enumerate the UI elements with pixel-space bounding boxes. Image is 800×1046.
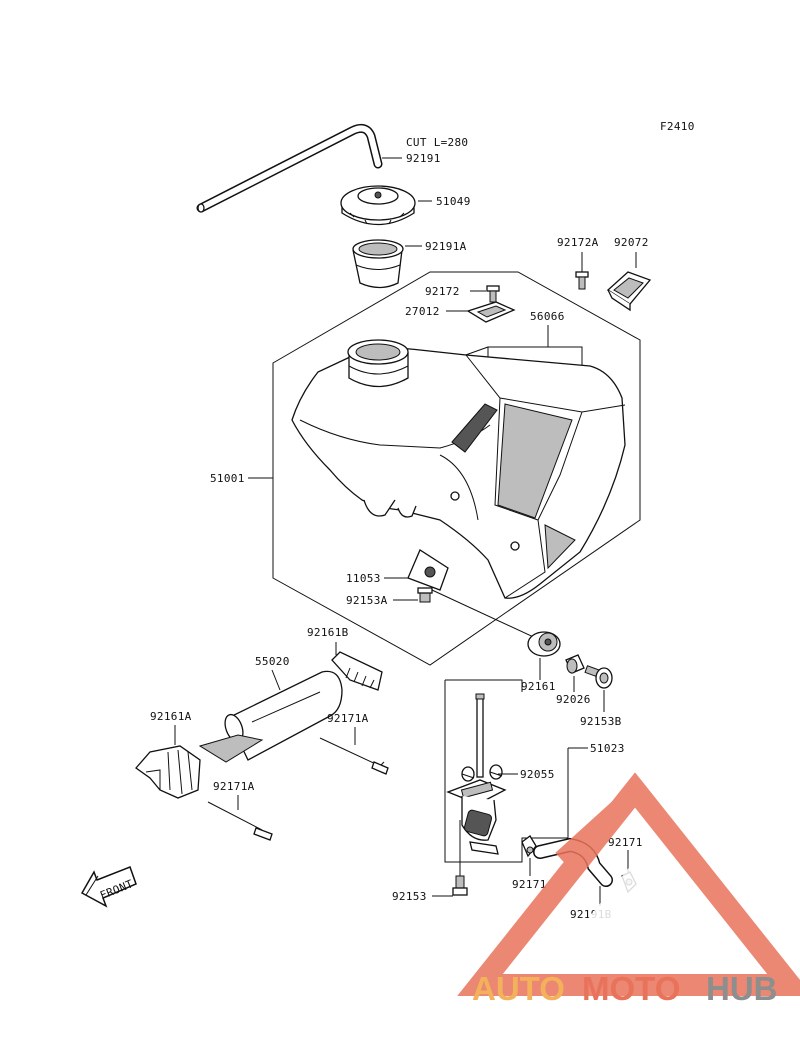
fuel-tank-part [291, 339, 626, 599]
damper-92161-part [527, 631, 561, 657]
band-92171A-lower-part [207, 801, 273, 841]
label-92026: 92026 [556, 693, 591, 706]
label-92171-left: 92171 [512, 878, 547, 891]
bolt-92153A-part [417, 587, 433, 603]
clip-92072-part [606, 271, 652, 312]
cap-collar-part [352, 239, 404, 289]
clamp-92171-left-part [521, 835, 537, 858]
label-92161B: 92161B [307, 626, 349, 639]
label-92161: 92161 [521, 680, 556, 693]
label-92153: 92153 [392, 890, 427, 903]
screw-92172A-part [575, 271, 589, 290]
label-55020: 55020 [255, 655, 290, 668]
watermark-wordmark: AUTO MOTO HUB [472, 970, 778, 1007]
watermark-moto: MOTO [582, 970, 680, 1007]
label-51049: 51049 [436, 195, 471, 208]
band-92171A-upper-part [319, 737, 389, 775]
tank-group-outline [272, 271, 641, 666]
front-arrow-icon: FRONT [80, 866, 137, 908]
pad-92161A-part [135, 745, 201, 799]
label-92191: 92191 [406, 152, 441, 165]
cover-55020-part [198, 670, 343, 763]
label-51023: 51023 [590, 742, 625, 755]
oring-92055-part [461, 764, 503, 782]
fuel-cock-group-outline [444, 679, 569, 863]
label-92172: 92172 [425, 285, 460, 298]
label-27012: 27012 [405, 305, 440, 318]
bolt-92153B-part [584, 665, 613, 689]
label-11053: 11053 [346, 572, 381, 585]
breather-hose-part [196, 123, 383, 213]
label-92191A: 92191A [425, 240, 467, 253]
label-92171-right: 92171 [608, 836, 643, 849]
label-92171A-lower: 92171A [213, 780, 255, 793]
label-92072: 92072 [614, 236, 649, 249]
label-56066: 56066 [530, 310, 565, 323]
tank-bracket-11053-part [407, 549, 449, 591]
screw-92172-part [486, 285, 500, 303]
fuel-cock-part [446, 693, 507, 855]
watermark-hub: HUB [706, 970, 778, 1007]
label-51001: 51001 [210, 472, 245, 485]
figure-code: F2410 [660, 120, 695, 133]
label-92171A-upper: 92171A [327, 712, 369, 725]
label-92153A: 92153A [346, 594, 388, 607]
fuel-cap-part [340, 185, 416, 226]
label-92055: 92055 [520, 768, 555, 781]
pad-92161B-part [331, 651, 383, 691]
label-92153B: 92153B [580, 715, 622, 728]
collar-92026-part [565, 654, 585, 674]
watermark-auto: AUTO [472, 970, 565, 1007]
bracket-27012-part [466, 301, 516, 323]
label-92161A: 92161A [150, 710, 192, 723]
label-cut-note: CUT L=280 [406, 136, 468, 149]
label-92172A: 92172A [557, 236, 599, 249]
bolt-92153-part [452, 875, 468, 896]
watermark-triangle-logo [457, 772, 800, 996]
